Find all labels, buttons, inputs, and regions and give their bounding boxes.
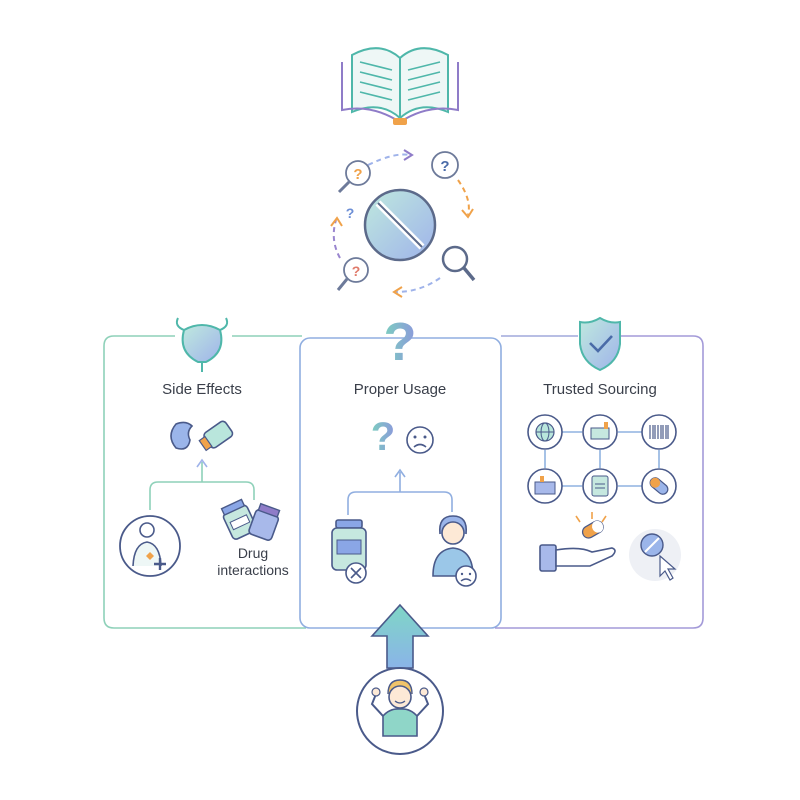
prohibited-pill-cycle-icon: ? ? ? ? <box>330 149 476 298</box>
supply-chain-network <box>527 414 677 504</box>
pill-bottles-icon <box>220 498 281 541</box>
side-effects-title: Side Effects <box>162 381 242 398</box>
trusted-sourcing-title: Trusted Sourcing <box>543 381 657 398</box>
svg-text:?: ? <box>353 166 362 183</box>
confused-face-icon: ? <box>371 415 434 459</box>
svg-text:?: ? <box>371 415 395 459</box>
question-mark-icon: ? <box>384 312 417 372</box>
svg-text:?: ? <box>440 158 449 175</box>
proper-usage-branch <box>347 468 453 515</box>
shield-check-icon <box>579 316 621 372</box>
upward-arrow <box>370 603 430 669</box>
drug-interactions-line1: Drug <box>237 545 269 561</box>
open-book-icon <box>341 47 459 125</box>
patient-icon <box>119 515 181 577</box>
svg-text:?: ? <box>352 263 361 279</box>
bladder-icon <box>175 317 229 372</box>
drug-interactions-label: Drug interactions <box>208 545 298 579</box>
pill-bottle-x-icon <box>331 519 367 584</box>
empowered-person-icon <box>356 667 444 755</box>
doctor-sad-icon <box>432 515 477 587</box>
kidney-pill-icon <box>170 420 234 452</box>
proper-usage-title: Proper Usage <box>353 381 447 398</box>
hand-pill-icon <box>539 512 616 572</box>
side-effects-branch <box>149 458 255 510</box>
drug-interactions-line2: interactions <box>217 562 289 578</box>
pill-click-icon <box>629 529 681 581</box>
svg-text:?: ? <box>384 312 417 372</box>
svg-text:?: ? <box>346 205 355 221</box>
